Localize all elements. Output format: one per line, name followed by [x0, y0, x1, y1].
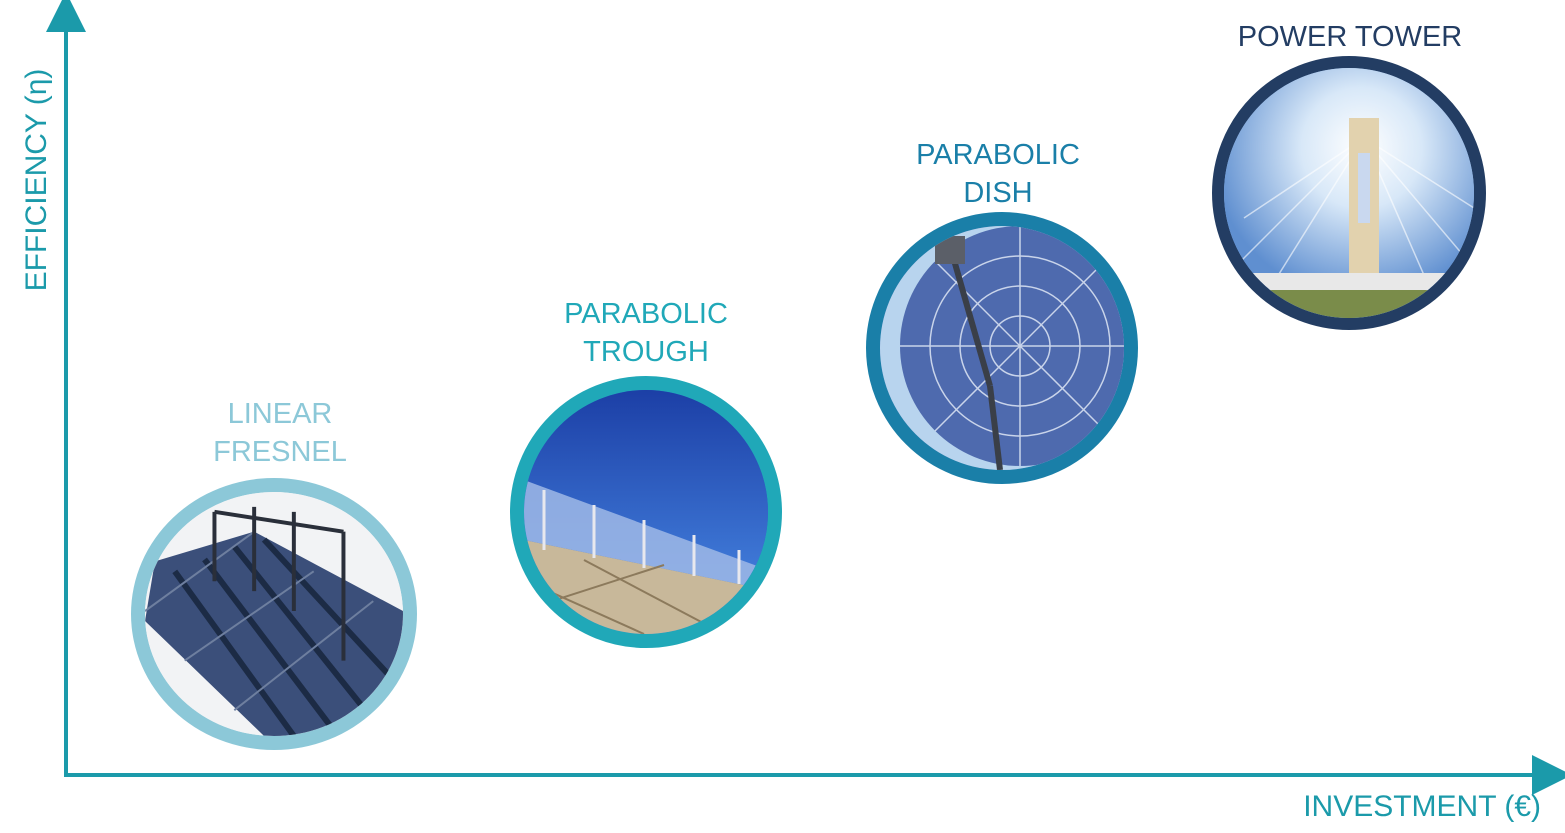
label-parabolic-trough-line2: TROUGH — [583, 336, 709, 368]
label-power-tower: POWER TOWER — [1200, 18, 1500, 56]
label-parabolic-trough-line1: PARABOLIC — [564, 298, 728, 330]
linear-fresnel-photo — [131, 478, 417, 750]
y-axis-label: EFFICIENCY (η) — [20, 68, 53, 292]
label-parabolic-dish: PARABOLIC DISH — [848, 136, 1148, 212]
power-tower-photo — [1212, 56, 1486, 330]
label-linear-fresnel-line2: FRESNEL — [213, 436, 347, 468]
label-power-tower-line1: POWER TOWER — [1237, 21, 1463, 53]
x-axis-label: INVESTMENT (€) — [1303, 790, 1541, 823]
parabolic-dish-photo — [866, 212, 1138, 484]
label-parabolic-dish-line2: DISH — [963, 177, 1033, 209]
label-linear-fresnel-line1: LINEAR — [227, 398, 333, 430]
label-parabolic-trough: PARABOLIC TROUGH — [496, 295, 796, 371]
label-linear-fresnel: LINEAR FRESNEL — [130, 395, 430, 471]
parabolic-trough-photo — [510, 376, 782, 648]
label-parabolic-dish-line1: PARABOLIC — [916, 139, 1080, 171]
